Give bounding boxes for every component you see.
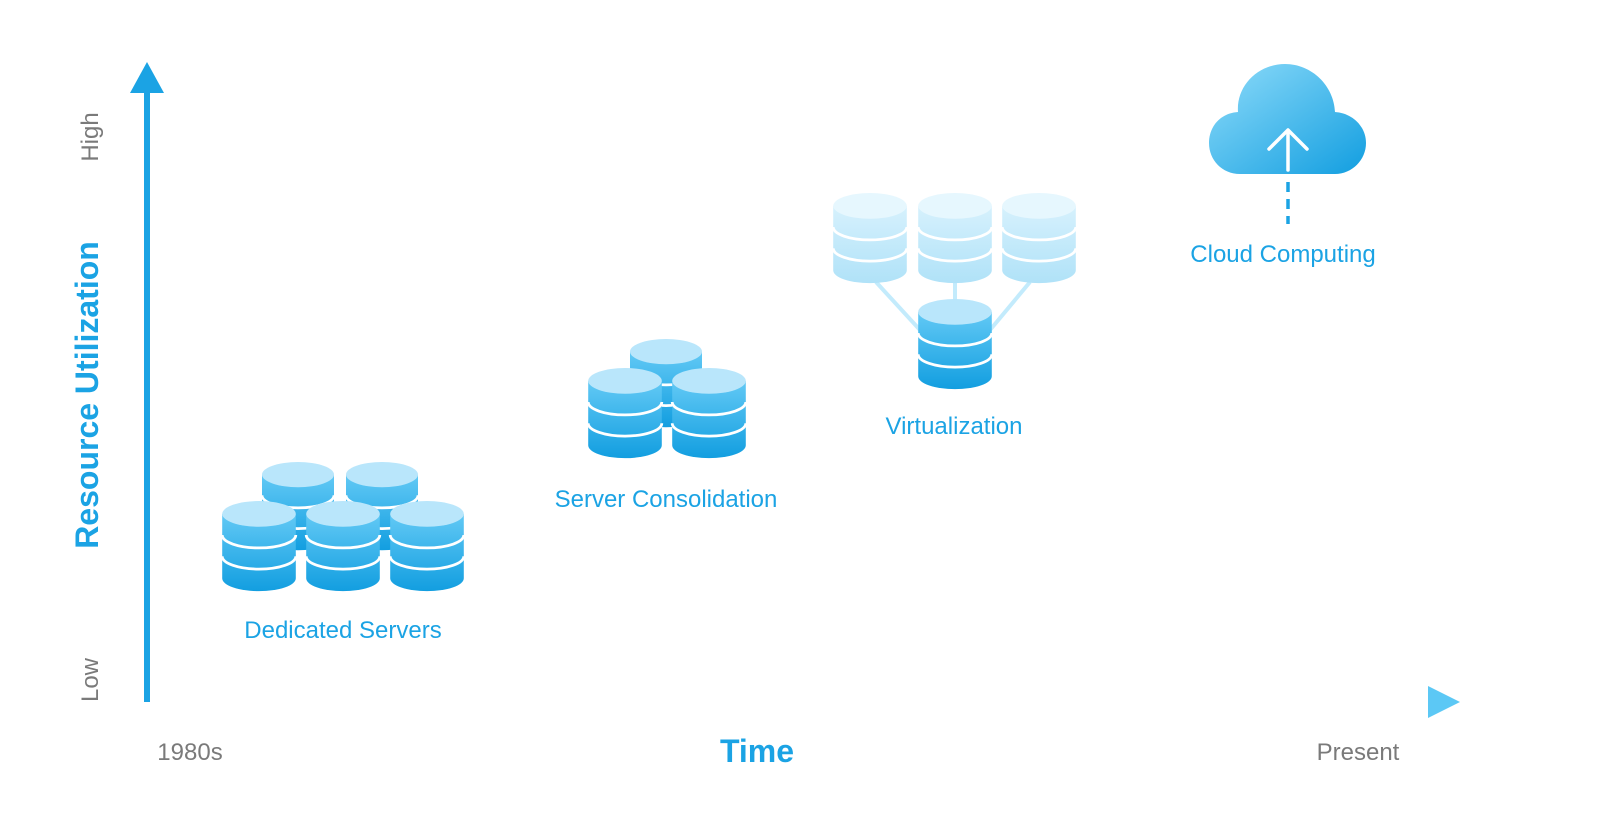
database-icon (916, 297, 994, 391)
database-icon (586, 366, 664, 460)
connector-line (874, 280, 922, 332)
y-axis (130, 62, 164, 702)
cloud-upload-icon (1209, 64, 1366, 224)
x-axis (144, 686, 1460, 718)
database-icon (916, 191, 994, 285)
stage-label-server-consolidation: Server Consolidation (555, 486, 778, 513)
x-axis-title: Time (720, 733, 794, 769)
database-icon (388, 499, 466, 593)
x-axis-start-label: 1980s (157, 739, 222, 766)
stage-label-virtualization: Virtualization (886, 413, 1023, 440)
stage-label-dedicated-servers: Dedicated Servers (244, 617, 441, 644)
x-axis-arrowhead (1428, 686, 1460, 718)
database-icon (670, 366, 748, 460)
database-icon (220, 499, 298, 593)
y-axis-title: Resource Utilization (69, 241, 105, 549)
database-icon (1000, 191, 1078, 285)
y-axis-arrowhead (130, 62, 164, 93)
database-icon (831, 191, 909, 285)
stage-cloud-computing: Cloud Computing (1190, 64, 1376, 268)
stage-dedicated-servers: Dedicated Servers (220, 460, 466, 644)
stage-label-cloud-computing: Cloud Computing (1190, 241, 1375, 268)
connector-line (988, 280, 1032, 332)
database-icon (304, 499, 382, 593)
stage-server-consolidation: Server Consolidation (555, 337, 778, 513)
y-axis-high-label: High (77, 112, 104, 161)
y-axis-low-label: Low (77, 657, 104, 702)
stage-virtualization: Virtualization (831, 191, 1078, 440)
x-axis-end-label: Present (1317, 739, 1400, 766)
